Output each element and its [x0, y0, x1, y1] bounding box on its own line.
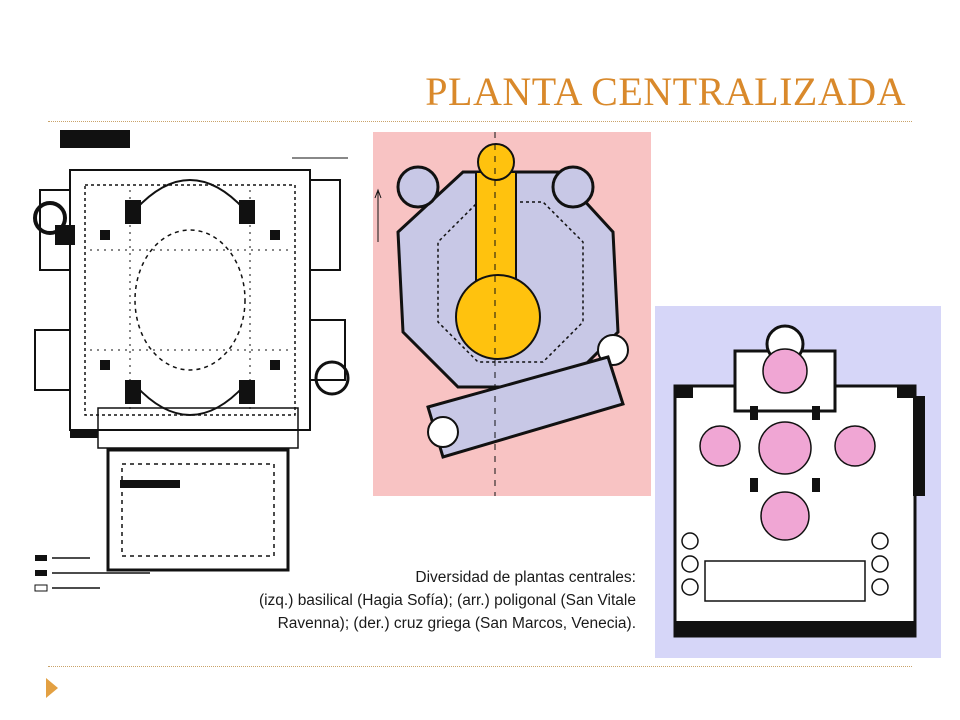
slide-title: PLANTA CENTRALIZADA — [425, 69, 906, 114]
caption-line-1: Diversidad de plantas centrales: — [415, 569, 636, 586]
san-vitale-plan-image — [373, 132, 651, 496]
plan-caption: Diversidad de plantas centrales: (izq.) … — [180, 566, 636, 635]
san-marcos-plan-image — [655, 306, 941, 658]
title-divider — [48, 121, 912, 122]
caption-line-2: (izq.) basilical (Hagia Sofía); (arr.) p… — [258, 592, 636, 609]
hagia-sophia-plan-image — [30, 130, 367, 600]
caption-line-3: Ravenna); (der.) cruz griega (San Marcos… — [277, 615, 636, 632]
footer-divider — [48, 666, 912, 667]
bullet-triangle-icon — [46, 678, 58, 698]
